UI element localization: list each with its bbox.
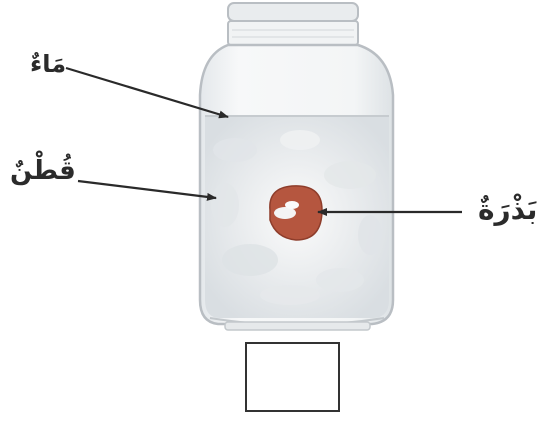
cotton-arrow	[78, 181, 216, 198]
jar-lid	[228, 3, 358, 45]
seed-label: بَذْرَةٌ	[478, 196, 537, 224]
water-label: مَاءٌ	[30, 52, 66, 76]
bean-seed	[270, 186, 322, 240]
answer-box[interactable]	[245, 342, 340, 412]
cotton-label: قُطْنٌ	[10, 158, 76, 184]
